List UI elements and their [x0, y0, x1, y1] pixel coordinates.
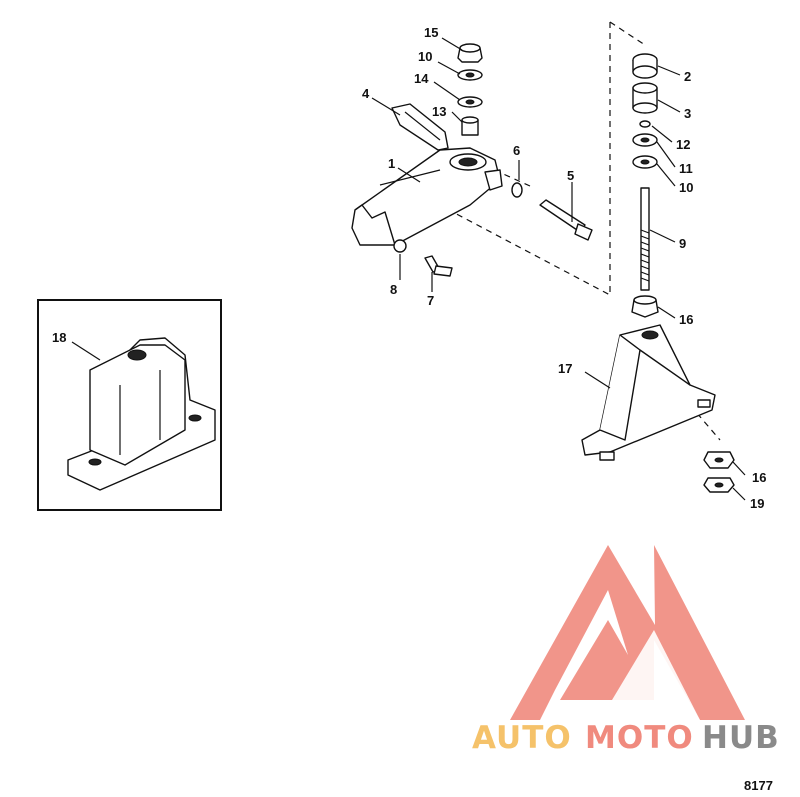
part-16-19-nuts — [703, 451, 735, 493]
part-6-washer — [511, 182, 523, 198]
callout-13: 13 — [432, 104, 446, 119]
watermark-text: AUTO MOTO HUB — [472, 720, 780, 756]
callout-14: 14 — [414, 71, 429, 86]
callout-7: 7 — [427, 293, 434, 308]
logo-mark-icon — [510, 545, 745, 720]
callout-leaders — [71, 37, 746, 501]
callout-5: 5 — [567, 168, 574, 183]
callout-16-upper: 16 — [679, 312, 693, 327]
callout-17: 17 — [558, 361, 572, 376]
callout-16-lower: 16 — [752, 470, 766, 485]
callout-1: 1 — [388, 156, 395, 171]
callout-19: 19 — [750, 496, 764, 511]
callout-6: 6 — [513, 143, 520, 158]
callout-10-upper: 10 — [418, 49, 432, 64]
watermark-logo — [510, 545, 745, 720]
bracket-hardware-stack — [457, 43, 483, 136]
watermark-hub: HUB — [702, 720, 780, 756]
inset-part-18 — [37, 299, 222, 511]
callout-8: 8 — [390, 282, 397, 297]
figure-number: 8177 — [744, 778, 773, 793]
callout-18: 18 — [52, 330, 66, 345]
watermark-moto: MOTO — [585, 720, 694, 756]
callout-3: 3 — [684, 106, 691, 121]
callout-labels: 15 10 14 13 4 1 6 5 8 7 2 3 12 11 10 9 1… — [52, 25, 766, 511]
part-7-bolt — [424, 255, 453, 277]
callout-4: 4 — [362, 86, 370, 101]
callout-2: 2 — [684, 69, 691, 84]
assembly-lines — [429, 21, 721, 441]
stud-hardware-stack — [631, 53, 659, 318]
callout-15: 15 — [424, 25, 438, 40]
watermark-auto: AUTO — [472, 720, 572, 756]
callout-12: 12 — [676, 137, 690, 152]
callout-11: 11 — [679, 161, 693, 176]
callout-10-lower: 10 — [679, 180, 693, 195]
part-17-base — [581, 324, 716, 461]
callout-9: 9 — [679, 236, 686, 251]
part-8-washer — [393, 239, 407, 253]
part-1-bracket — [351, 147, 503, 246]
part-4-clip — [391, 103, 449, 151]
part-5-bolt — [539, 199, 593, 241]
